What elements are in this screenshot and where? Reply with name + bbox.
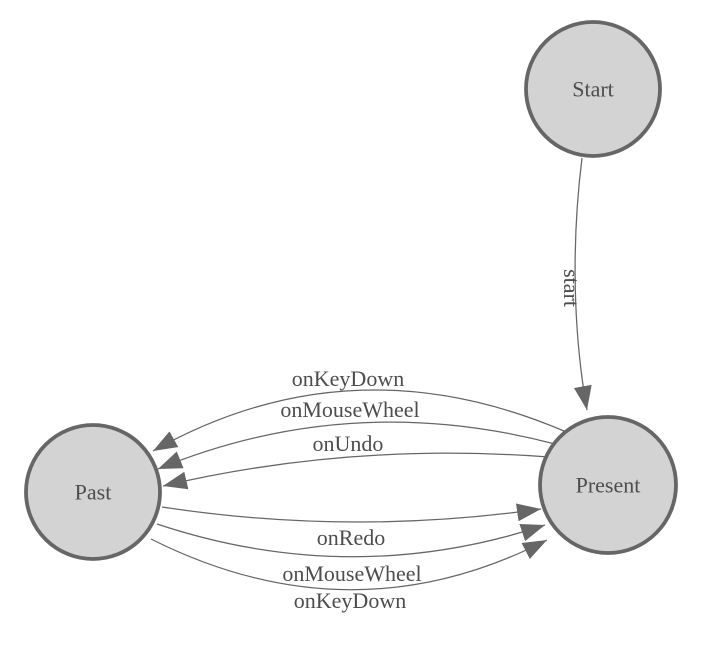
- node-past: Past: [24, 423, 162, 561]
- edge-label-onkeydown-top: onKeyDown: [292, 366, 404, 391]
- edge-label-start: start: [559, 269, 584, 307]
- edge-label-onredo: onRedo: [317, 525, 385, 550]
- edge-onredo-past-to-present: [161, 503, 542, 523]
- edge-label-onmousewheel-top: onMouseWheel: [280, 397, 419, 422]
- node-past-circle: [24, 423, 162, 561]
- edge-label-onkeydown-bottom: onKeyDown: [294, 588, 406, 613]
- node-past-label: Past: [75, 480, 112, 505]
- edge-onmousewheel-past-to-present: [156, 523, 546, 558]
- edge-start-to-present: [573, 157, 592, 411]
- edge-onkeydown-past-to-present: [150, 538, 548, 591]
- edge-onmousewheel-present-to-past: [157, 421, 556, 470]
- edges-layer: [150, 157, 592, 591]
- edge-labels-layer: start onKeyDown onMouseWheel onUndo onRe…: [280, 269, 584, 613]
- node-start-label: Start: [572, 77, 614, 102]
- node-present-circle: [538, 415, 678, 555]
- edge-label-onmousewheel-bottom: onMouseWheel: [282, 561, 421, 586]
- node-start-circle: [524, 20, 662, 158]
- node-present-label: Present: [576, 473, 641, 498]
- edge-onundo-present-to-past: [162, 452, 550, 490]
- edge-label-onundo: onUndo: [313, 431, 384, 456]
- node-start: Start: [524, 20, 662, 158]
- node-present: Present: [538, 415, 678, 555]
- edge-onkeydown-present-to-past: [152, 389, 565, 452]
